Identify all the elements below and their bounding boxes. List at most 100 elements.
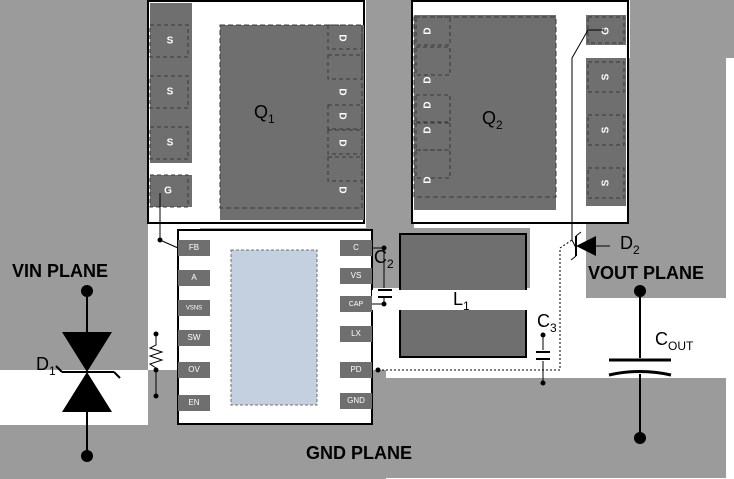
junction-dot <box>153 367 159 373</box>
right-top-strip <box>630 0 734 58</box>
junction-dot <box>375 367 381 373</box>
junction-dot <box>153 393 159 399</box>
ic-pin-left: EN <box>178 395 210 411</box>
q1-drain-label: D <box>336 88 347 95</box>
q2-gate-label: G <box>601 27 612 35</box>
q2-drain-label: D <box>423 176 434 183</box>
q1-source-strip <box>150 3 192 163</box>
ic-pin-left: A <box>178 270 210 286</box>
q2-source-label: S <box>601 126 612 133</box>
d1-label: D1 <box>36 354 56 378</box>
ic-pin-label: C <box>353 243 359 252</box>
q2-package: D D D D D G S S S Q2 <box>411 0 629 224</box>
resistor-divider <box>148 334 164 396</box>
ic-pin-left: VSNS <box>178 300 210 316</box>
d1-bar-tail-right <box>113 371 121 379</box>
q2-label: Q2 <box>482 108 503 132</box>
ic-pin-right: LX <box>340 326 372 342</box>
ic-pin-label: CAP <box>349 301 364 308</box>
q2-source-label: S <box>601 73 612 80</box>
ic-pin-label: SW <box>188 333 201 342</box>
l1-white-gap <box>372 290 528 310</box>
symbol-fills <box>62 236 646 462</box>
q2-source-strip <box>586 58 626 206</box>
vin-plane-left <box>0 0 148 370</box>
q2-source-label: S <box>601 179 612 186</box>
l1-label: L1 <box>453 289 470 313</box>
gnd-node-dot <box>81 450 93 462</box>
q1-drain-label: D <box>336 186 347 193</box>
d1-triangle-bottom <box>62 372 112 412</box>
ic-pin-right: VS <box>340 268 372 284</box>
q1-drain-pad <box>220 25 364 220</box>
q1-source-pad: S <box>149 126 189 160</box>
ic-pin-label: VSNS <box>186 306 202 312</box>
ic-pin-right: PD <box>340 362 372 378</box>
q1-source-pad: S <box>149 24 189 58</box>
junction-dot <box>381 245 387 251</box>
q1-source-label: S <box>167 138 174 149</box>
junction-dot <box>540 332 546 338</box>
ic-thermal-pad <box>230 249 318 406</box>
ic-pin-right: GND <box>340 393 372 409</box>
q1-gate-label: G <box>164 186 172 197</box>
component-labels: C2 C3 D1 D2 COUT <box>36 233 694 378</box>
junction-dot <box>153 331 159 337</box>
q1-source-label: S <box>167 36 174 47</box>
q1-drain-label: D <box>336 139 347 146</box>
q2-drain-label: D <box>423 101 434 108</box>
ic-pin-right: CAP <box>340 296 372 312</box>
q1-source-pad: S <box>149 75 189 109</box>
q2-drain-label: D <box>423 76 434 83</box>
ic-pin-label: LX <box>351 329 361 338</box>
q2-drain-dashed <box>413 16 557 198</box>
gnd-plane-label: GND PLANE <box>306 443 412 463</box>
vin-node-dot <box>81 285 93 297</box>
q1-gate-pad: G <box>149 174 189 208</box>
q1-drain-label: D <box>336 34 347 41</box>
ic-pin-label: EN <box>188 398 199 407</box>
ic-pin-left: FB <box>178 240 210 256</box>
d2-zener-tail-2 <box>575 231 582 237</box>
d2-triangle <box>576 236 596 256</box>
gate-trace-q2 <box>571 29 604 249</box>
controller-ic: FB A VSNS SW OV EN C VS <box>177 229 373 425</box>
ic-pin-label: FB <box>189 243 199 252</box>
d1-bar-tail-left <box>55 365 63 373</box>
ic-pin-left: OV <box>178 362 210 378</box>
junction-dot <box>540 380 546 386</box>
d2-zener-tail <box>570 255 577 261</box>
q2-gate-pad: G <box>587 16 625 44</box>
vout-plane-label: VOUT PLANE <box>588 263 704 283</box>
cout-plate-b <box>608 370 672 377</box>
d2-label: D2 <box>620 233 640 257</box>
ic-pin-label: OV <box>188 365 200 374</box>
cout-label: COUT <box>655 329 694 353</box>
ic-pin-label: VS <box>351 271 362 280</box>
vin-plane-label: VIN PLANE <box>12 261 108 281</box>
plane-labels: VIN PLANE VOUT PLANE GND PLANE <box>12 261 704 463</box>
q1-gate-strip <box>150 175 192 207</box>
ic-pin-right: C <box>340 240 372 256</box>
junction-dot <box>157 237 163 243</box>
d1-triangle-top <box>62 332 112 372</box>
q1-source-label: S <box>167 87 174 98</box>
mid-strip <box>366 0 414 240</box>
q1-package: S S S G D D D D D Q1 <box>147 0 365 224</box>
c3-label: C3 <box>537 311 557 335</box>
ic-pin-label: PD <box>350 365 361 374</box>
ic-pin-label: GND <box>347 396 365 405</box>
q2-source-pads: S S S <box>587 61 625 199</box>
gnd-plane-right <box>386 378 726 478</box>
c2-label: C2 <box>374 247 394 271</box>
junction-dot <box>381 301 387 307</box>
ic-pin-label: A <box>191 273 197 282</box>
ic-pin-left: SW <box>178 330 210 346</box>
inductor-l1: L1 <box>372 233 528 358</box>
q2-drain-label: D <box>423 27 434 34</box>
gnd-node-dot-right <box>634 432 646 444</box>
q1-drain-pads: D D D D D <box>327 24 363 194</box>
q2-drain-label: D <box>423 126 434 133</box>
